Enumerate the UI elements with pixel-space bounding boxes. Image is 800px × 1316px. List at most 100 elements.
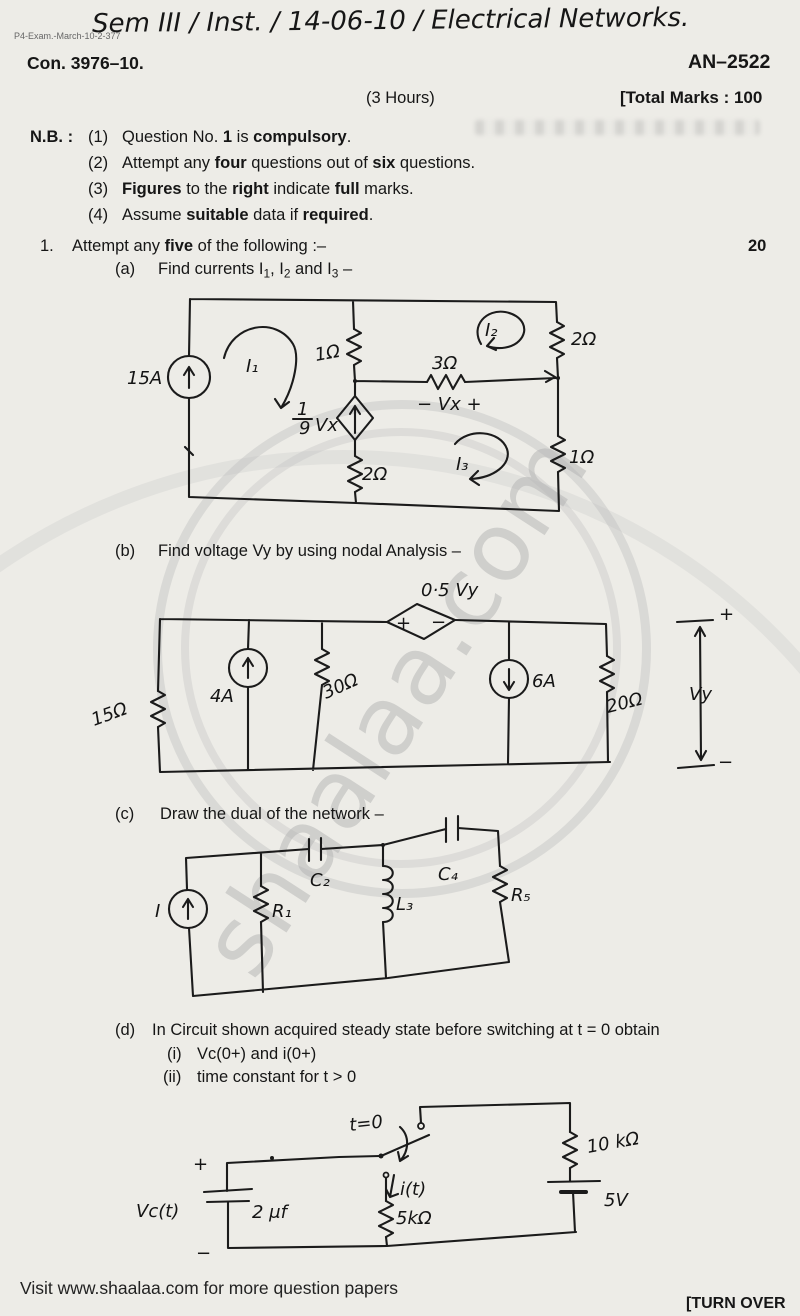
label-15ohm: 15Ω: [89, 698, 131, 730]
label-c4: C₄: [438, 864, 459, 885]
label-vx-polarity: − Vx +: [417, 394, 482, 415]
current-source-6a-arrow: [502, 667, 516, 692]
part-c-number: (c): [115, 805, 135, 823]
nb-item-4-num: (4): [88, 206, 109, 224]
nb-label: N.B. :: [30, 128, 74, 146]
battery-plate-long: [546, 1179, 602, 1184]
current-source-i-arrow: [181, 897, 195, 921]
part-d-ii-num: (ii): [163, 1068, 182, 1086]
label-2ohm-right: 2Ω: [571, 329, 596, 350]
label-dep-denominator: 9: [299, 418, 310, 439]
bleed-through-artifact: [475, 120, 760, 135]
label-l3: L₃: [396, 894, 413, 915]
part-d-ii-text: time constant for t > 0: [197, 1068, 357, 1086]
label-it: i(t): [400, 1179, 426, 1200]
resistor-20ohm-zigzag: [598, 654, 616, 694]
current-source-15a-arrow: [182, 365, 196, 390]
q1-text: Attempt any five of the following :–: [72, 237, 327, 255]
label-dep-variable: Vx: [315, 415, 338, 436]
resistor-r5-zigzag: [491, 864, 509, 904]
resistor-15ohm-zigzag: [149, 689, 167, 729]
dependent-source-diamond: [385, 602, 457, 641]
part-d-text: In Circuit shown acquired steady state b…: [152, 1021, 660, 1039]
switch-contact-bottom: [382, 1171, 390, 1179]
label-dep-source: 0·5 Vy: [421, 580, 479, 601]
resistor-3ohm-middle-zigzag: [425, 373, 467, 391]
switch-blade: [379, 1133, 431, 1158]
dependent-source-diamond: [335, 394, 375, 442]
label-vy: Vy: [689, 684, 712, 705]
label-5v: 5V: [604, 1190, 629, 1211]
switch-motion-arrow: [396, 1125, 410, 1163]
label-2uf: 2 μf: [252, 1202, 290, 1223]
label-5k: 5kΩ: [396, 1208, 432, 1229]
part-a-number: (a): [115, 260, 136, 278]
paper-number: AN–2522: [688, 51, 771, 73]
resistor-5k-zigzag: [377, 1199, 395, 1239]
label-dep-minus: −: [431, 612, 446, 633]
circuit-a-diagram: 15A I₁ 1Ω 3Ω − Vx + 1 9 Vx 2Ω 2Ω 1Ω I₂ I…: [127, 297, 596, 513]
current-source-4a: [227, 647, 269, 689]
current-source-6a: [488, 658, 530, 700]
resistor-1ohm-right-zigzag: [549, 434, 567, 474]
label-1ohm-right: 1Ω: [569, 447, 594, 468]
resistor-r1-zigzag: [252, 884, 270, 924]
label-source-i: I: [155, 901, 160, 922]
label-20ohm: 20Ω: [604, 689, 645, 718]
footer-visit-note: Visit www.shaalaa.com for more question …: [20, 1278, 399, 1298]
vy-annotation-arrow: [675, 618, 716, 770]
resistor-1ohm-top-zigzag: [345, 327, 363, 367]
inductor-l3-coil: [381, 864, 394, 924]
label-r1: R₁: [272, 901, 292, 922]
node-dot: [270, 1156, 274, 1160]
turn-over-note: [TURN OVER: [686, 1295, 786, 1312]
capacitor-c2: [307, 836, 323, 863]
label-6a: 6A: [532, 671, 556, 692]
current-source-15a: [166, 354, 212, 400]
current-source-4a-arrow: [241, 656, 255, 680]
label-dep-plus: +: [396, 613, 411, 634]
part-d-i-num: (i): [167, 1045, 182, 1063]
nb-item-2: Attempt any four questions out of six qu…: [122, 154, 476, 172]
label-30ohm: 30Ω: [319, 669, 361, 703]
switch-contact-top: [417, 1122, 425, 1130]
node-dot: [353, 379, 357, 383]
nb-item-1: Question No. 1 is compulsory.: [122, 128, 352, 146]
label-vy-minus: −: [718, 752, 733, 773]
part-d-i-text: Vc(0+) and i(0+): [197, 1045, 317, 1063]
part-a-text: Find currents I1, I2 and I3 –: [158, 260, 353, 281]
circuit-d-diagram: t=0 + Vc(t) 2 μf − i(t) 5kΩ 10 kΩ 5V: [136, 1101, 641, 1264]
part-c-text: Draw the dual of the network –: [160, 805, 384, 823]
mesh-arrow-i3: [453, 432, 509, 487]
label-vct: Vc(t): [136, 1201, 179, 1222]
circuit-b-wires: [156, 617, 612, 774]
mesh-arrow-i1: [222, 326, 298, 410]
label-i2: I₂: [485, 320, 498, 341]
label-c2: C₂: [310, 870, 330, 891]
resistor-30ohm-zigzag: [313, 647, 331, 687]
total-marks: [Total Marks : 100: [620, 88, 763, 107]
label-1ohm-top: 1Ω: [313, 341, 342, 366]
node-dot: [556, 376, 560, 380]
nb-item-2-num: (2): [88, 154, 109, 172]
circuit-c-wires: [184, 826, 511, 998]
nb-item-3: Figures to the right indicate full marks…: [122, 180, 414, 198]
label-15a: 15A: [127, 368, 162, 389]
label-10k: 10 kΩ: [585, 1128, 641, 1158]
duration: (3 Hours): [366, 89, 435, 107]
part-b-number: (b): [115, 542, 136, 560]
label-2ohm-bottom: 2Ω: [362, 464, 387, 485]
circuit-a-wires: [183, 297, 561, 513]
nb-item-4: Assume suitable data if required.: [122, 206, 374, 224]
resistor-2ohm-bottom-zigzag: [346, 454, 364, 494]
label-cap-minus: −: [196, 1243, 211, 1264]
part-b-text: Find voltage Vy by using nodal Analysis …: [158, 542, 461, 560]
q1-marks: 20: [748, 237, 767, 255]
circuit-b-diagram: 0·5 Vy + − 15Ω 4A 30Ω 6A 20Ω + Vy −: [89, 580, 734, 774]
nb-item-1-num: (1): [88, 128, 109, 146]
resistor-2ohm-right-zigzag: [548, 320, 566, 360]
label-t0: t=0: [348, 1112, 384, 1136]
node-dot: [381, 843, 385, 847]
circuit-c-diagram: I R₁ C₂ L₃ C₄ R₅: [155, 814, 531, 998]
